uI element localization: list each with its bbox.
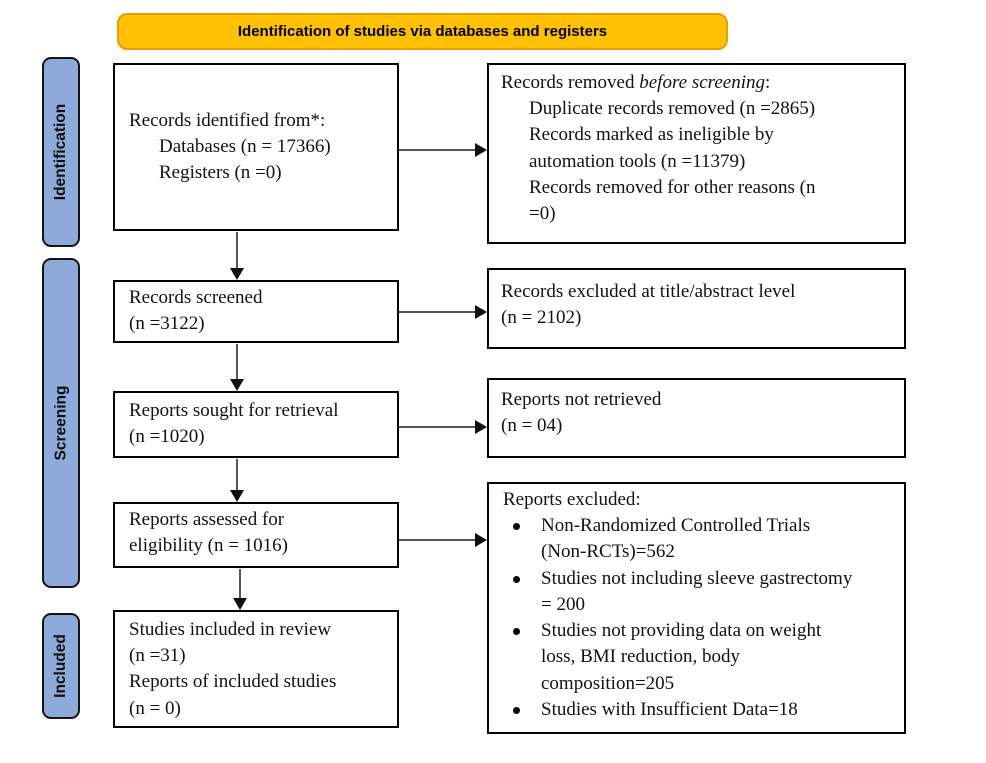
arrow-shaft: [399, 311, 476, 313]
title-suffix: :: [764, 72, 771, 93]
box-records-removed-before-screening: Records removed before screening: Duplic…: [487, 63, 906, 244]
box-line: Studies included in review: [129, 619, 332, 640]
list-item: Non-Randomized Controlled Trials (Non-RC…: [503, 513, 856, 565]
box-line: Reports assessed for: [129, 509, 285, 530]
arrow-shaft: [236, 459, 238, 491]
arrow-head-icon: [230, 379, 244, 391]
box-reports-not-retrieved: Reports not retrieved (n = 04): [487, 378, 906, 458]
excluded-reasons-list: Non-Randomized Controlled Trials (Non-RC…: [503, 513, 896, 723]
arrow-head-icon: [233, 598, 247, 610]
down-arrow-identified-to-screened: [230, 232, 244, 280]
arrow-head-icon: [475, 143, 487, 157]
box-line: Duplicate records removed (n =2865): [529, 98, 816, 120]
box-line: Records removed for other reasons (n =0): [529, 176, 816, 225]
box-line: Reports sought for retrieval: [129, 400, 339, 421]
banner-identification-via-databases: Identification of studies via databases …: [117, 13, 728, 50]
arrow-shaft: [399, 539, 476, 541]
list-item: Studies with Insufficient Data=18: [503, 697, 856, 723]
list-item: Studies not including sleeve gastrectomy…: [503, 566, 856, 618]
arrow-shaft: [236, 344, 238, 380]
box-reports-sought: Reports sought for retrieval (n =1020): [113, 391, 399, 458]
stage-label-text: Included: [52, 634, 70, 698]
box-line: Records screened: [129, 287, 263, 308]
box-line: (n =3122): [129, 313, 205, 335]
arrow-head-icon: [475, 533, 487, 547]
arrow-shaft: [399, 426, 476, 428]
arrow-shaft: [399, 149, 476, 151]
box-records-excluded-title-abstract: Records excluded at title/abstract level…: [487, 268, 906, 349]
box-line: Databases (n = 17366): [159, 135, 331, 157]
down-arrow-assessed-to-included: [233, 569, 247, 610]
box-title: Records identified from*:: [129, 109, 326, 131]
box-reports-assessed: Reports assessed for eligibility (n = 10…: [113, 502, 399, 568]
box-records-identified: Records identified from*: Databases (n =…: [113, 63, 399, 231]
box-line: Records excluded at title/abstract level: [501, 281, 796, 302]
stage-label-included: Included: [42, 613, 80, 719]
arrow-head-icon: [475, 420, 487, 434]
box-line: (n =31): [129, 645, 186, 667]
box-title: Reports excluded:: [503, 489, 641, 510]
arrow-head-icon: [230, 268, 244, 280]
box-line: Records marked as ineligible by automati…: [529, 124, 774, 172]
box-line: (n = 2102): [501, 307, 582, 329]
box-line: eligibility (n = 1016): [129, 535, 289, 557]
stage-label-text: Identification: [52, 103, 70, 201]
right-arrow-sought-to-not-retrieved: [399, 420, 487, 434]
box-title: Records removed before screening:: [501, 70, 896, 96]
down-arrow-screened-to-sought: [230, 344, 244, 391]
arrow-shaft: [236, 232, 238, 269]
list-item: Studies not providing data on weight los…: [503, 618, 856, 697]
arrow-head-icon: [230, 490, 244, 502]
arrow-shaft: [239, 569, 241, 599]
banner-label: Identification of studies via databases …: [237, 23, 608, 40]
right-arrow-identified-to-removed: [399, 143, 487, 157]
box-line: (n = 04): [501, 415, 563, 437]
box-line: Reports not retrieved: [501, 389, 662, 410]
box-line: (n =1020): [129, 426, 205, 448]
box-line: Registers (n =0): [159, 162, 282, 184]
stage-label-identification: Identification: [42, 57, 80, 247]
box-records-screened: Records screened (n =3122): [113, 280, 399, 343]
title-prefix: Records removed: [501, 72, 640, 93]
stage-label-screening: Screening: [42, 258, 80, 588]
right-arrow-screened-to-excluded: [399, 305, 487, 319]
box-line: (n = 0): [129, 697, 181, 719]
title-italic: before screening: [639, 72, 765, 93]
down-arrow-sought-to-assessed: [230, 459, 244, 502]
box-line: Reports of included studies: [129, 671, 337, 693]
box-reports-excluded: Reports excluded: Non-Randomized Control…: [487, 482, 906, 734]
box-studies-included: Studies included in review (n =31) Repor…: [113, 610, 399, 728]
right-arrow-assessed-to-reports-excluded: [399, 533, 487, 547]
arrow-head-icon: [475, 305, 487, 319]
stage-label-text: Screening: [52, 385, 70, 461]
